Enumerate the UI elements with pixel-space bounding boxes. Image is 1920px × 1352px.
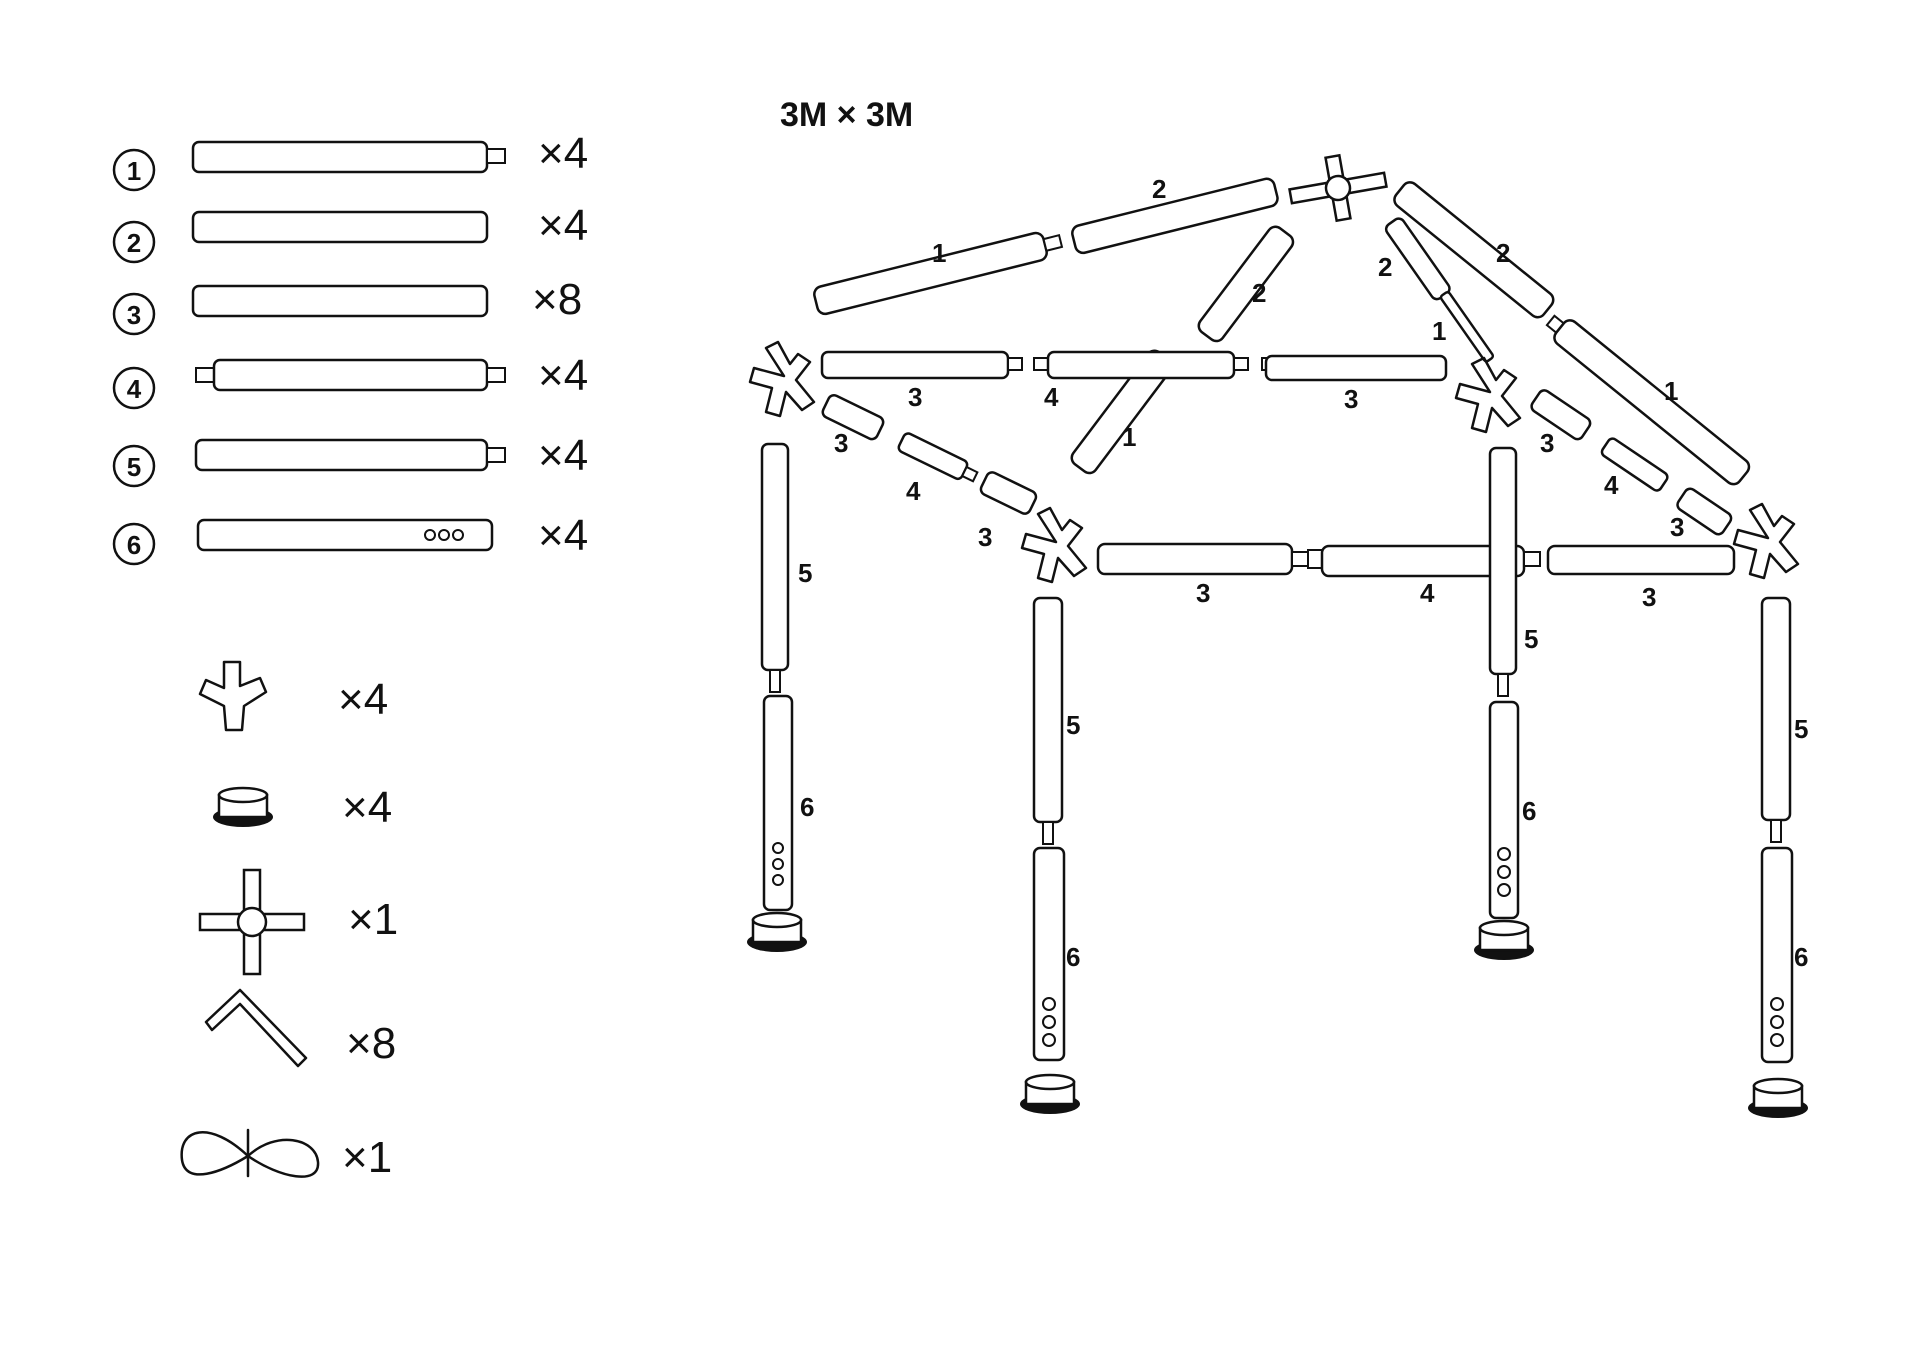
pole-3-icon — [191, 284, 489, 318]
foot-plate-icon — [211, 786, 275, 829]
corner-connector-front-left-icon — [1020, 506, 1088, 584]
accessories-list: ×4 ×4 ×1 ×8 — [180, 660, 398, 1182]
corner-connector-front-right-icon — [1732, 502, 1800, 580]
label: 5 — [798, 558, 812, 588]
roof-rafter-inner-lower — [1439, 291, 1495, 363]
label: 6 — [800, 792, 814, 822]
label: 1 — [1664, 376, 1678, 406]
pole-1-icon — [191, 140, 489, 174]
accessory-foot-plate: ×4 — [211, 783, 392, 832]
leg-back-right — [1472, 446, 1536, 962]
part-number: 2 — [127, 228, 141, 258]
roof-rafter-right-upper — [1393, 181, 1555, 319]
front-beam — [1096, 542, 1736, 578]
label: 2 — [1496, 238, 1510, 268]
label: 3 — [1196, 578, 1210, 608]
accessory-quantity: ×8 — [346, 1019, 396, 1068]
label: 2 — [1152, 174, 1166, 204]
roof-rafter-left-lower — [813, 231, 1064, 316]
left-beam — [821, 393, 1038, 515]
strap-icon — [180, 1128, 320, 1178]
label: 4 — [1420, 578, 1435, 608]
part-quantity: ×4 — [538, 351, 588, 400]
roof-rafter-right-lower — [1545, 314, 1751, 486]
label: 3 — [1642, 582, 1656, 612]
parts-list: 1 ×4 2 ×4 3 ×8 4 ×4 — [112, 129, 588, 566]
part-number: 6 — [127, 530, 141, 560]
back-beam — [820, 350, 1448, 382]
label: 3 — [1344, 384, 1358, 414]
accessory-corner-connector: ×4 — [198, 660, 388, 732]
part-4: 4 ×4 — [112, 351, 588, 410]
label: 2 — [1252, 278, 1266, 308]
label: 5 — [1794, 714, 1808, 744]
part-quantity: ×4 — [538, 201, 588, 250]
label: 4 — [1044, 382, 1059, 412]
accessory-quantity: ×4 — [342, 783, 392, 832]
part-number: 3 — [127, 300, 141, 330]
assembly-labels: 1 2 2 1 2 1 2 1 3 4 3 3 4 3 3 4 3 3 4 3 … — [798, 174, 1808, 972]
top-cross-connector-icon — [1288, 153, 1388, 223]
label: 3 — [978, 522, 992, 552]
label: 1 — [1432, 316, 1446, 346]
accessory-allen-key: ×8 — [204, 988, 396, 1068]
cross-connector-icon — [198, 868, 306, 976]
part-1: 1 ×4 — [112, 129, 588, 192]
accessory-strap: ×1 — [180, 1128, 392, 1182]
label: 3 — [1670, 512, 1684, 542]
leg-front-left — [1018, 596, 1082, 1116]
accessory-quantity: ×1 — [348, 895, 398, 944]
label: 6 — [1066, 942, 1080, 972]
part-number-circle — [112, 148, 156, 192]
roof-rafter-left-upper — [1071, 177, 1279, 255]
label: 4 — [906, 476, 921, 506]
label: 3 — [908, 382, 922, 412]
accessory-quantity: ×1 — [342, 1133, 392, 1182]
label: 3 — [1540, 428, 1554, 458]
corner-connector-icon — [198, 660, 268, 732]
part-number: 5 — [127, 452, 141, 482]
corner-connector-back-right-icon — [1454, 356, 1522, 434]
label: 6 — [1522, 796, 1536, 826]
right-beam — [1530, 389, 1733, 536]
part-number: 4 — [127, 374, 142, 404]
leg-front-right — [1746, 596, 1810, 1120]
label: 1 — [932, 238, 946, 268]
accessory-cross-connector: ×1 — [198, 868, 398, 976]
label: 2 — [1378, 252, 1392, 282]
accessory-quantity: ×4 — [338, 675, 388, 724]
part-quantity: ×4 — [538, 511, 588, 560]
part-6: 6 ×4 — [112, 511, 588, 566]
part-quantity: ×4 — [538, 431, 588, 480]
part-2: 2 ×4 — [112, 201, 588, 264]
pole-6-icon — [196, 518, 494, 552]
label: 6 — [1794, 942, 1808, 972]
pole-2-icon — [191, 210, 489, 244]
label: 4 — [1604, 470, 1619, 500]
part-quantity: ×8 — [532, 275, 582, 324]
diagram-title: 3M × 3M — [780, 96, 913, 134]
allen-key-icon — [204, 988, 308, 1068]
roof-rafter-center-upper — [1197, 225, 1295, 343]
label: 3 — [834, 428, 848, 458]
assembly-drawing: 1 2 2 1 2 1 2 1 3 4 3 3 4 3 3 4 3 3 4 3 … — [745, 153, 1810, 1120]
label: 5 — [1524, 624, 1538, 654]
part-5: 5 ×4 — [112, 431, 588, 488]
pole-4-icon — [212, 358, 489, 392]
part-number: 1 — [127, 156, 141, 186]
pole-5-icon — [194, 438, 489, 472]
part-quantity: ×4 — [538, 129, 588, 178]
part-3: 3 ×8 — [112, 275, 582, 336]
label: 1 — [1122, 422, 1136, 452]
corner-connector-back-left-icon — [748, 340, 816, 418]
label: 5 — [1066, 710, 1080, 740]
leg-back-left — [745, 442, 809, 954]
